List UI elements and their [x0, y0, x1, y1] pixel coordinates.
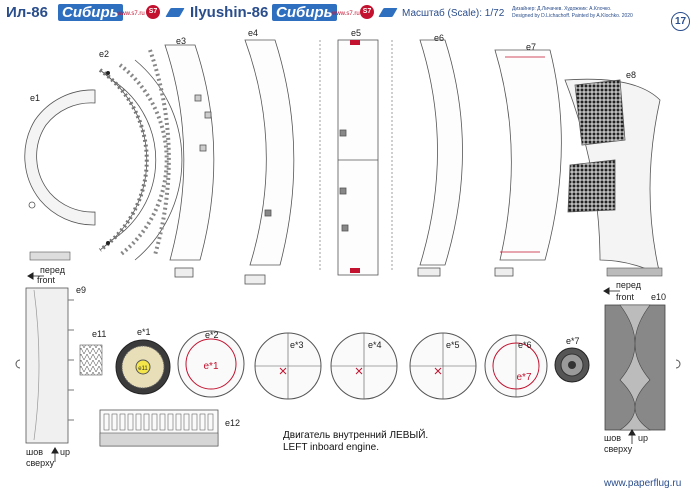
- label-e-5: e*5: [446, 340, 460, 350]
- label-e10: e10: [651, 292, 667, 302]
- part-e10: [604, 267, 681, 431]
- part-e5: [319, 39, 393, 276]
- part-e6: [417, 39, 463, 277]
- label-e-3: e*3: [290, 340, 304, 350]
- front-label-ru: перед: [40, 265, 65, 275]
- disc-e-4: [330, 332, 398, 400]
- disc-e-2: e*1: [177, 330, 245, 398]
- disc-e-6: e*7: [484, 334, 548, 398]
- brand-ru: Сибирь: [58, 4, 123, 21]
- arrow-up-icon: [51, 447, 59, 462]
- label-e8: e8: [626, 70, 637, 80]
- credit-en: Designed by D.Lichachoff. Painted by A.K…: [512, 13, 633, 19]
- s7-logo-icon-2: S7: [360, 5, 374, 19]
- part-e2-teeth: [118, 59, 183, 261]
- label-e7: e7: [526, 42, 537, 52]
- arrow-left-icon-2: [603, 287, 620, 295]
- label-e2: e2: [99, 49, 110, 59]
- label-e4: e4: [248, 28, 259, 38]
- caption-ru: Двигатель внутренний ЛЕВЫЙ.: [283, 430, 429, 441]
- brand-ru-2: Сибирь: [272, 4, 337, 21]
- front-label-en-2: front: [616, 292, 635, 302]
- disc-e-5: [409, 332, 477, 400]
- scale-label: Масштаб (Scale): 1/72: [402, 8, 505, 19]
- front-label-en: front: [37, 275, 56, 285]
- label-e-1: e*1: [137, 327, 151, 337]
- arrow-up-icon-2: [628, 429, 636, 444]
- caption-en: LEFT inboard engine.: [283, 442, 379, 453]
- label-e-6: e*6: [518, 340, 532, 350]
- part-e3: [148, 44, 215, 278]
- seam-label-ru: шов: [26, 447, 44, 457]
- s7-logo-icon: S7: [146, 5, 160, 19]
- part-e1: [24, 89, 96, 226]
- disc-e-6-inner: e*7: [516, 372, 531, 383]
- part-e4: [244, 39, 295, 285]
- seam-label-ru-2: шов: [604, 433, 622, 443]
- label-e12: e12: [225, 418, 241, 428]
- part-e11: [79, 344, 103, 376]
- model-title-ru: Ил-86: [6, 4, 48, 21]
- credit-ru: Дизайнер: Д.Личачев. Художник: А.Клочко.: [512, 6, 612, 12]
- label-e11: e11: [92, 329, 107, 339]
- label-e9: e9: [76, 285, 87, 295]
- part-e8: [564, 78, 661, 276]
- up-label-en-2: up: [638, 433, 649, 443]
- part-e9: [15, 251, 74, 444]
- label-e3: e3: [176, 36, 187, 46]
- up-label-ru: сверху: [26, 458, 55, 468]
- label-e-4: e*4: [368, 340, 382, 350]
- arrow-left-icon: [27, 272, 44, 280]
- up-label-en: up: [60, 447, 71, 457]
- label-e-2: e*2: [205, 330, 219, 340]
- label-e1: e1: [30, 93, 41, 103]
- page-number: 17: [671, 12, 690, 31]
- front-label-ru-2: перед: [616, 280, 641, 290]
- disc-e-1: e11: [115, 339, 171, 395]
- brand-url-2: www.s7.ru: [332, 11, 360, 17]
- label-e5: e5: [351, 28, 362, 38]
- site-url: www.paperflug.ru: [604, 478, 682, 489]
- up-label-ru-2: сверху: [604, 444, 633, 454]
- label-e6: e6: [434, 33, 445, 43]
- part-e12: [99, 409, 219, 447]
- brand-url: www.s7.ru: [117, 11, 145, 17]
- part-e2: [98, 68, 157, 252]
- disc-e-2-inner: e*1: [203, 361, 218, 372]
- disc-e-1-inner: e11: [138, 366, 148, 372]
- disc-e-3: [254, 332, 322, 400]
- label-e-7: e*7: [566, 336, 580, 346]
- disc-e-7: [554, 347, 590, 383]
- model-title-en: Ilyushin-86: [190, 4, 269, 21]
- part-e7: [494, 49, 562, 277]
